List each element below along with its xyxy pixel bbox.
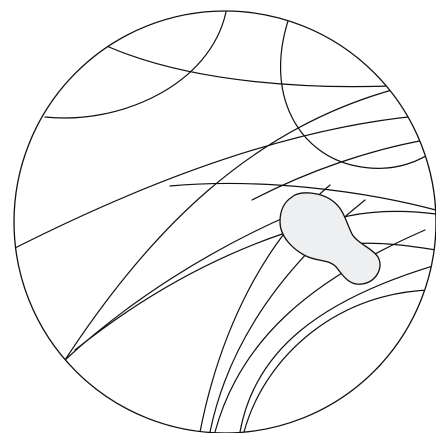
outer-circle <box>14 11 436 433</box>
